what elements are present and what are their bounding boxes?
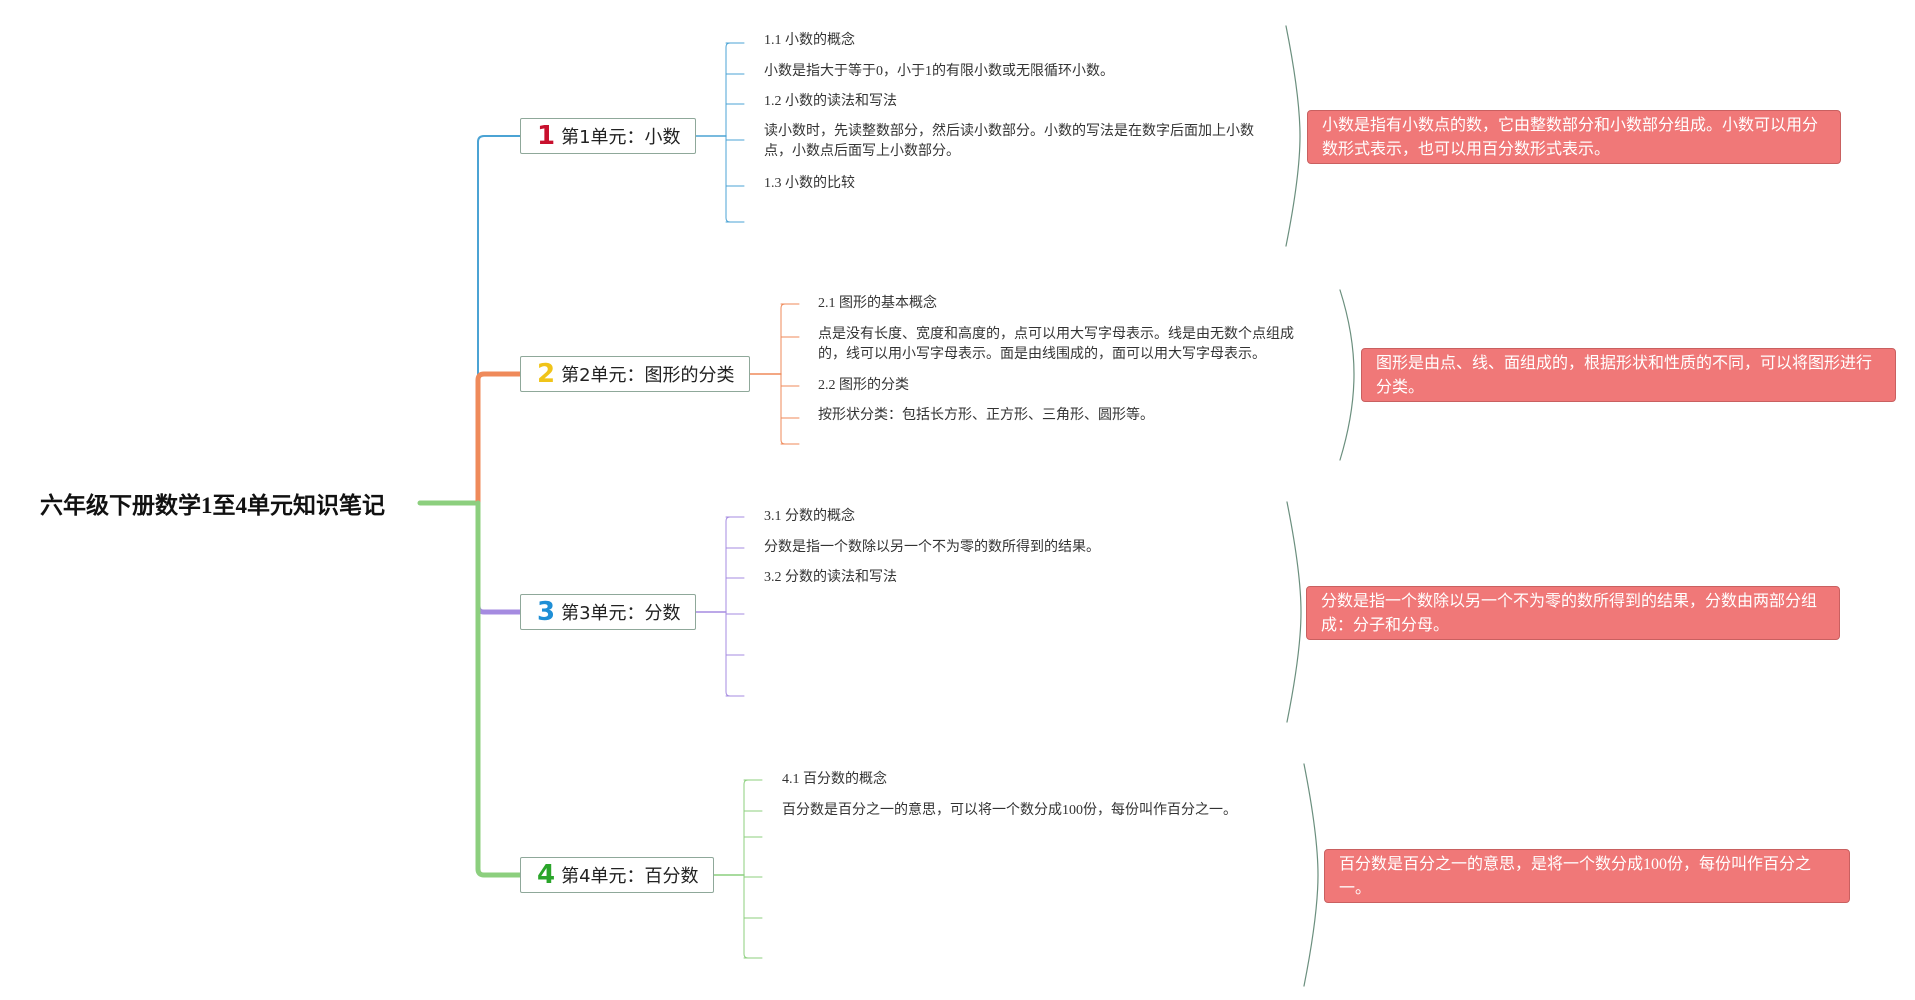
unit-3-item-2[interactable]: 分数是指一个数除以另一个不为零的数所得到的结果。 (764, 540, 1100, 555)
summary-bracket-unit-3 (1286, 501, 1302, 723)
unit-label-4: 第4单元：百分数 (561, 866, 699, 887)
unit-label-2: 第2单元：图形的分类 (561, 365, 735, 386)
unit-4-item-2[interactable]: 百分数是百分之一的意思，可以将一个数分成100份，每份叫作百分之一。 (782, 803, 1237, 818)
child-bus-unit-1 (725, 42, 731, 223)
summary-bracket-unit-4 (1303, 763, 1319, 987)
unit-label-3: 第3单元：分数 (561, 603, 681, 624)
unit-2-item-2[interactable]: 点是没有长度、宽度和高度的，点可以用大写字母表示。线是由无数个点组成的，线可以用… (818, 327, 1294, 362)
summary-bracket-unit-1 (1285, 25, 1301, 247)
unit-node-4[interactable]: 4 第4单元：百分数 (520, 857, 714, 893)
unit-1-item-4[interactable]: 读小数时，先读整数部分，然后读小数部分。小数的写法是在数字后面加上小数点，小数点… (764, 124, 1254, 159)
unit-3-item-3[interactable]: 3.2 分数的读法和写法 (764, 570, 897, 585)
unit-number-4: 4 (537, 860, 556, 890)
unit-node-1[interactable]: 1 第1单元：小数 (520, 118, 696, 154)
unit-node-3[interactable]: 3 第3单元：分数 (520, 594, 696, 630)
unit-4-item-1[interactable]: 4.1 百分数的概念 (782, 772, 887, 787)
root-title[interactable]: 六年级下册数学1至4单元知识笔记 (40, 493, 385, 518)
branch-line-unit-3 (475, 500, 523, 615)
child-bus-unit-4 (743, 779, 749, 959)
unit-3-summary-note[interactable]: 分数是指一个数除以另一个不为零的数所得到的结果，分数由两部分组成：分子和分母。 (1306, 586, 1840, 640)
unit-1-item-1[interactable]: 1.1 小数的概念 (764, 33, 855, 48)
unit-number-2: 2 (537, 359, 556, 389)
unit-4-summary-note[interactable]: 百分数是百分之一的意思，是将一个数分成100份，每份叫作百分之一。 (1324, 849, 1850, 903)
summary-bracket-unit-2 (1339, 289, 1355, 461)
unit-2-summary-note[interactable]: 图形是由点、线、面组成的，根据形状和性质的不同，可以将图形进行分类。 (1361, 348, 1896, 402)
unit-1-item-2[interactable]: 小数是指大于等于0，小于1的有限小数或无限循环小数。 (764, 64, 1114, 79)
child-bus-unit-3 (725, 516, 731, 697)
branch-line-unit-4 (475, 500, 523, 878)
branch-line-unit-2 (475, 371, 523, 506)
unit-1-summary-note[interactable]: 小数是指有小数点的数，它由整数部分和小数部分组成。小数可以用分数形式表示，也可以… (1307, 110, 1841, 164)
unit-1-item-3[interactable]: 1.2 小数的读法和写法 (764, 94, 897, 109)
unit-2-item-1[interactable]: 2.1 图形的基本概念 (818, 296, 937, 311)
unit-2-item-4[interactable]: 按形状分类：包括长方形、正方形、三角形、圆形等。 (818, 408, 1154, 423)
unit-node-2[interactable]: 2 第2单元：图形的分类 (520, 356, 750, 392)
unit-1-item-5[interactable]: 1.3 小数的比较 (764, 176, 855, 191)
unit-number-1: 1 (537, 121, 556, 151)
unit-number-3: 3 (537, 597, 556, 627)
unit-label-1: 第1单元：小数 (561, 127, 681, 148)
branch-line-unit-1 (477, 135, 521, 504)
unit-3-item-1[interactable]: 3.1 分数的概念 (764, 509, 855, 524)
unit-2-item-3[interactable]: 2.2 图形的分类 (818, 378, 909, 393)
